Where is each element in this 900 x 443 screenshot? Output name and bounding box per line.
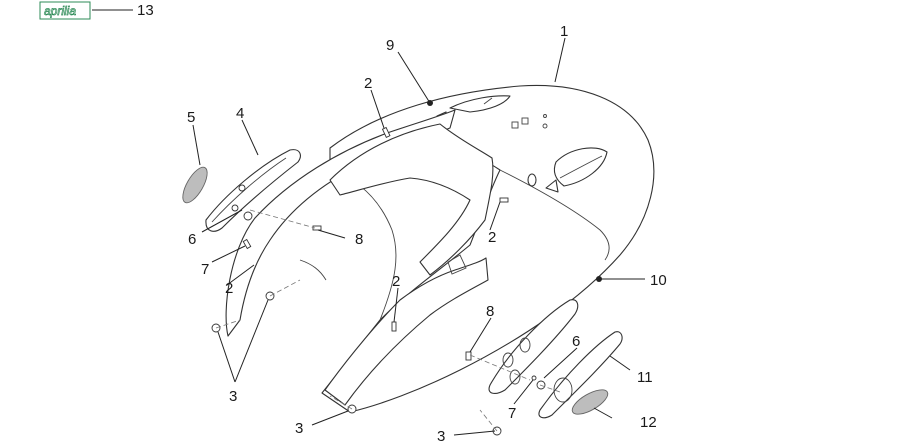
leader-lines: [92, 9, 645, 436]
callout-6b: 6: [572, 333, 580, 350]
aprilia-logo-badge: aprilia: [39, 1, 91, 20]
left-light-assembly: [182, 149, 301, 250]
left-reflector-housing: [205, 149, 301, 232]
callout-1: 1: [560, 23, 568, 40]
left-lens: [182, 166, 208, 204]
callout-7b: 7: [508, 405, 516, 422]
callout-7a: 7: [201, 261, 209, 278]
callout-2c: 2: [225, 280, 233, 297]
right-light-assembly: [488, 299, 623, 419]
callout-9: 9: [386, 37, 394, 54]
washer-6a: [243, 211, 253, 221]
callout-2b: 2: [488, 229, 496, 246]
right-light-bracket: [488, 299, 579, 394]
reflector-triangle: [545, 179, 559, 193]
callout-3b: 3: [295, 420, 303, 437]
right-reflector-housing: [538, 331, 623, 419]
callout-2a: 2: [364, 75, 372, 92]
callout-5: 5: [187, 109, 195, 126]
right-lens: [571, 389, 609, 415]
callout-3a: 3: [229, 388, 237, 405]
callout-8b: 8: [486, 303, 494, 320]
callout-4: 4: [236, 105, 244, 122]
right-side-panel: [324, 254, 489, 406]
callout-10: 10: [650, 272, 667, 289]
callout-labels: 13 1 9 2 4 5 6 7 8 2 2 2 8 6 11 10 12 7 …: [137, 2, 667, 443]
callout-2d: 2: [392, 273, 400, 290]
left-inner-panel: [225, 109, 494, 337]
logo-text: aprilia: [44, 4, 76, 18]
callout-8a: 8: [355, 231, 363, 248]
callout-13: 13: [137, 2, 154, 19]
callout-3c: 3: [437, 428, 445, 443]
upper-vent: [449, 95, 511, 113]
assembly-lines: [215, 209, 561, 432]
callout-11: 11: [637, 369, 653, 386]
callout-12: 12: [640, 414, 657, 431]
callout-6a: 6: [188, 231, 196, 248]
